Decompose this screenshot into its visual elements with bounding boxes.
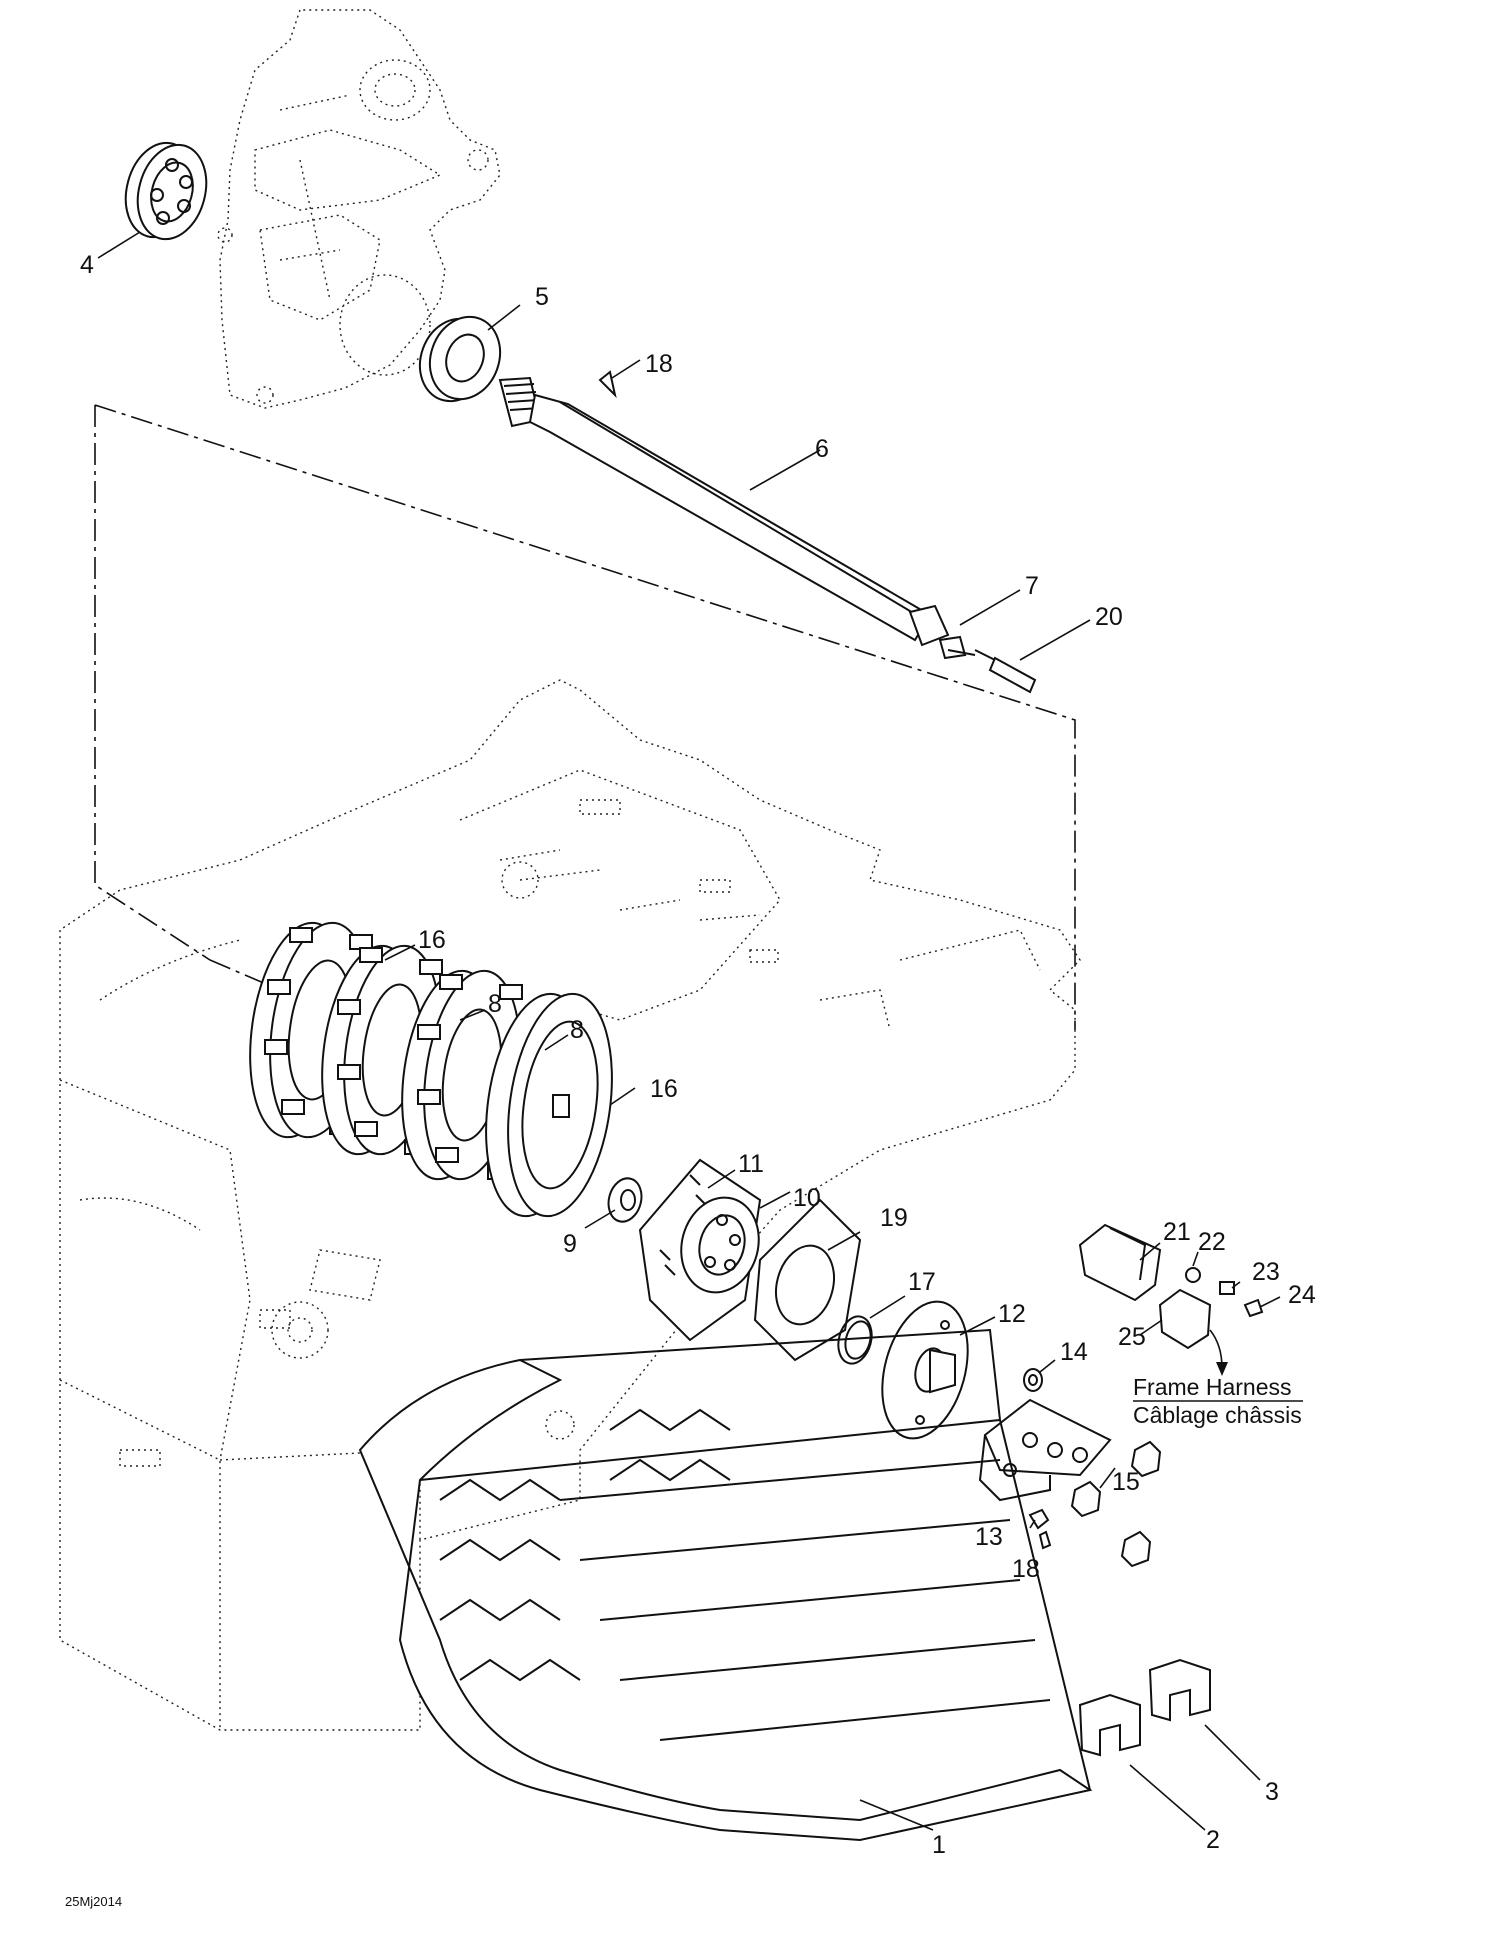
flange-nut-middle — [1070, 1480, 1102, 1518]
flange-nut-lower — [1120, 1530, 1152, 1568]
callout-23: 23 — [1252, 1258, 1280, 1286]
leader-lines — [97, 231, 1281, 1831]
bearing-flange — [753, 1198, 862, 1362]
callout-24: 24 — [1288, 1281, 1316, 1309]
callout-6: 6 — [815, 435, 829, 463]
harness-arrowhead — [1216, 1362, 1228, 1376]
callout-2: 2 — [1206, 1826, 1220, 1854]
drawing-code: 25Mj2014 — [65, 1894, 122, 1909]
callout-10: 10 — [793, 1184, 821, 1212]
callout-4: 4 — [80, 251, 94, 279]
callout-21: 21 — [1163, 1218, 1191, 1246]
terminal-24 — [1243, 1298, 1264, 1318]
callout-12: 12 — [998, 1300, 1026, 1328]
seal-25 — [1185, 1267, 1201, 1283]
shaft-end-fitting — [938, 635, 976, 660]
flange-nut-upper — [1130, 1440, 1162, 1478]
connector-housing — [1158, 1288, 1212, 1350]
drive-shaft — [498, 376, 950, 647]
callout-19: 19 — [880, 1204, 908, 1232]
callout-25: 22 — [1198, 1228, 1226, 1256]
callout-16-right: 16 — [650, 1075, 678, 1103]
track-clip-2 — [1078, 1693, 1141, 1757]
shaft-key — [598, 370, 617, 399]
callout-20: 20 — [1095, 603, 1123, 631]
callout-18-bottom: 18 — [1012, 1555, 1040, 1583]
callout-11: 11 — [738, 1150, 764, 1178]
bearing — [124, 141, 208, 241]
harness-note-line1: Frame Harness — [1133, 1374, 1291, 1400]
callout-16-left: 16 — [418, 926, 446, 954]
callout-3: 3 — [1265, 1778, 1279, 1806]
callout-22: 25 — [1118, 1323, 1146, 1351]
screw-13 — [1028, 1508, 1052, 1550]
drive-sprocket-outer-right — [485, 992, 613, 1218]
harness-note-line2: Câblage châssis — [1133, 1402, 1302, 1428]
callout-8-right: 8 — [570, 1016, 584, 1044]
callout-1: 1 — [932, 1831, 946, 1859]
bearing-10 — [680, 1196, 760, 1294]
seal-ring — [418, 315, 502, 403]
callout-15: 15 — [1112, 1468, 1140, 1496]
sensor-pin — [974, 649, 1037, 694]
washer-14 — [1023, 1368, 1043, 1392]
track-clip-3 — [1148, 1658, 1211, 1722]
callout-17: 17 — [908, 1268, 936, 1296]
speed-sensor — [1078, 1223, 1162, 1302]
gearbox-housing — [217, 9, 501, 409]
callout-7: 7 — [1025, 572, 1039, 600]
terminal-23 — [1219, 1281, 1235, 1295]
callout-14: 14 — [1060, 1338, 1088, 1366]
callout-5: 5 — [535, 283, 549, 311]
callout-18-top: 18 — [645, 350, 673, 378]
frame-harness-note: Frame Harness Câblage châssis — [1133, 1374, 1303, 1428]
track — [358, 1328, 1093, 1842]
o-ring — [837, 1315, 873, 1365]
callout-8-left: 8 — [488, 990, 502, 1018]
callout-13: 13 — [975, 1523, 1003, 1551]
spacer-washer — [607, 1177, 643, 1223]
callout-labels: 4 5 18 6 7 20 16 8 8 16 11 10 19 9 17 12… — [80, 251, 1316, 1859]
callout-9: 9 — [563, 1230, 577, 1258]
